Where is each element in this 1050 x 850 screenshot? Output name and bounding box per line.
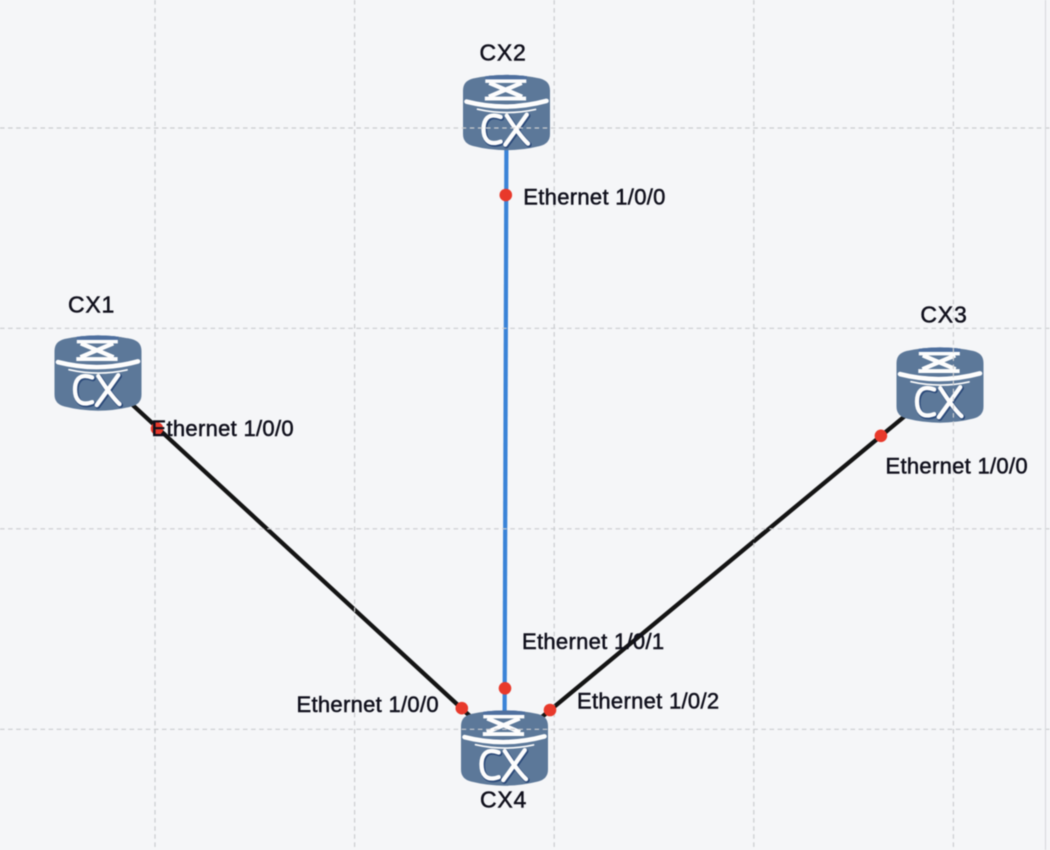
svg-text:Ethernet 1/0/2: Ethernet 1/0/2 — [577, 689, 719, 714]
svg-text:Ethernet 1/0/1: Ethernet 1/0/1 — [522, 629, 664, 654]
svg-text:CX2: CX2 — [480, 39, 527, 65]
svg-text:CX4: CX4 — [480, 787, 527, 813]
svg-text:CX3: CX3 — [920, 301, 967, 327]
svg-text:Ethernet 1/0/0: Ethernet 1/0/0 — [523, 185, 665, 210]
svg-text:Ethernet 1/0/0: Ethernet 1/0/0 — [152, 416, 294, 441]
svg-text:CX1: CX1 — [68, 291, 115, 317]
svg-text:Ethernet 1/0/0: Ethernet 1/0/0 — [297, 692, 439, 717]
svg-text:Ethernet 1/0/0: Ethernet 1/0/0 — [886, 454, 1028, 479]
